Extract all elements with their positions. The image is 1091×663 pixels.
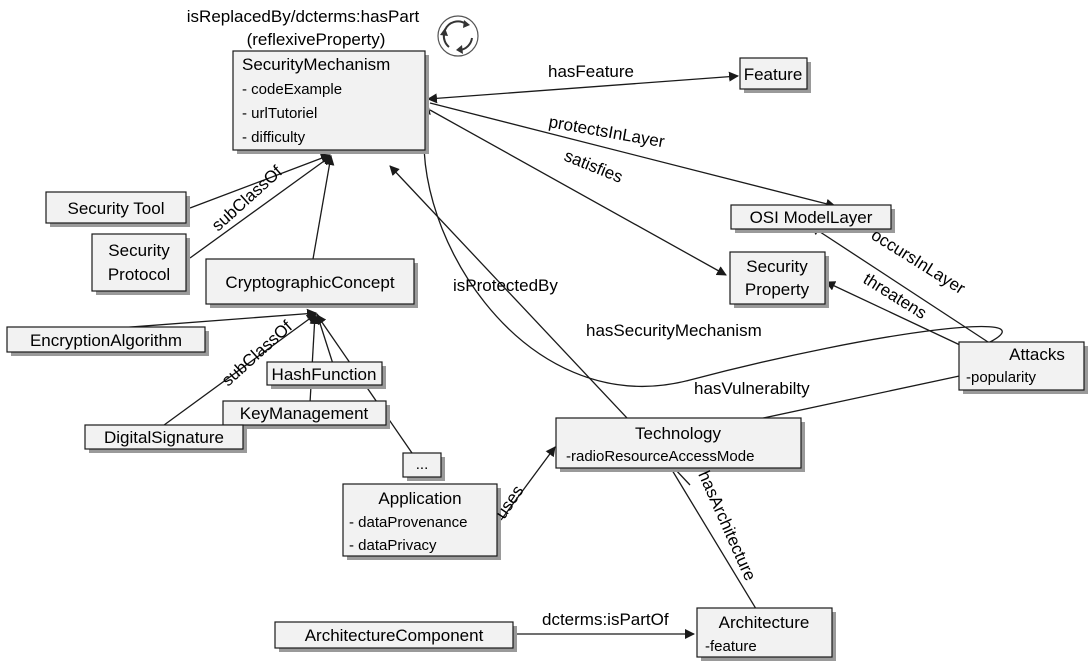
class-attribute: - urlTutoriel xyxy=(242,105,317,122)
edge-has-architecture xyxy=(671,469,771,633)
class-architecture[interactable]: Architecture -feature xyxy=(696,607,836,661)
class-name: SecurityMechanism xyxy=(242,55,390,74)
edge-label-has-security-mechanism: hasSecurityMechanism xyxy=(586,321,762,340)
class-security-tool[interactable]: Security Tool xyxy=(45,191,190,227)
edge-label-is-part-of: dcterms:isPartOf xyxy=(542,610,669,629)
class-name: EncryptionAlgorithm xyxy=(30,331,182,350)
cycle-arrows-icon xyxy=(437,15,479,57)
class-attribute: - dataProvenance xyxy=(349,514,467,531)
class-feature[interactable]: Feature xyxy=(739,57,811,93)
class-name: DigitalSignature xyxy=(104,428,224,447)
class-name: Protocol xyxy=(108,265,170,284)
class-name: HashFunction xyxy=(272,365,377,384)
class-name: Feature xyxy=(744,65,803,84)
class-architecture-component[interactable]: ArchitectureComponent xyxy=(274,621,517,652)
class-attribute: -popularity xyxy=(966,369,1037,386)
class-name: Application xyxy=(378,489,461,508)
class-security-mechanism[interactable]: SecurityMechanism - codeExample - urlTut… xyxy=(232,50,429,154)
edge-label-is-protected-by: isProtectedBy xyxy=(453,276,558,295)
edge-has-security-mechanism xyxy=(421,104,1003,387)
class-name: Security xyxy=(746,257,808,276)
edge-hashfunction-subclass xyxy=(314,313,334,365)
reflexive-label: (reflexiveProperty) xyxy=(247,30,386,49)
class-encryption-algorithm[interactable]: EncryptionAlgorithm xyxy=(6,326,209,356)
edge-protects-in-layer xyxy=(429,102,836,209)
class-name: KeyManagement xyxy=(240,404,369,423)
nodes: SecurityMechanism - codeExample - urlTut… xyxy=(6,50,1088,661)
class-ellipsis[interactable]: ... xyxy=(402,452,445,481)
class-name: Security Tool xyxy=(67,199,164,218)
edge-uses xyxy=(500,446,556,521)
class-technology[interactable]: Technology -radioResourceAccessMode xyxy=(555,417,805,472)
edge-label-has-feature: hasFeature xyxy=(548,62,634,81)
edge-label-has-vulnerability: hasVulnerabilty xyxy=(694,379,810,398)
class-attribute: - difficulty xyxy=(242,129,306,146)
class-name: ArchitectureComponent xyxy=(305,626,484,645)
edge-encryption-subclass xyxy=(104,308,317,330)
class-attribute: - dataPrivacy xyxy=(349,537,437,554)
class-attribute: - codeExample xyxy=(242,81,342,98)
edge-security-tool-subclass xyxy=(189,153,331,209)
class-name: Property xyxy=(745,280,810,299)
edge-label-satisfies: satisfies xyxy=(562,146,626,187)
edge-satisfies xyxy=(429,109,727,276)
class-name: CryptographicConcept xyxy=(225,273,394,292)
class-name: Security xyxy=(108,241,170,260)
class-name: Attacks xyxy=(1009,345,1065,364)
edges xyxy=(104,71,1003,639)
edge-has-feature xyxy=(427,71,739,104)
class-attacks[interactable]: Attacks -popularity xyxy=(958,341,1088,394)
class-attribute: -feature xyxy=(705,638,757,655)
class-hash-function[interactable]: HashFunction xyxy=(266,361,386,389)
edge-label-has-architecture: hasArchitecture xyxy=(694,468,759,584)
edge-label-protects-in-layer: protectsInLayer xyxy=(547,112,666,151)
edge-signature-subclass xyxy=(159,313,317,429)
class-name: OSI ModelLayer xyxy=(750,208,873,227)
class-osi-model-layer[interactable]: OSI ModelLayer xyxy=(730,204,895,233)
edge-keymanagement-subclass xyxy=(309,314,320,404)
class-key-management[interactable]: KeyManagement xyxy=(222,400,390,429)
edge-crypto-subclass xyxy=(312,155,335,260)
class-application[interactable]: Application - dataProvenance - dataPriva… xyxy=(342,483,501,560)
edge-threatens xyxy=(825,281,961,346)
reflexive-label: isReplacedBy/dcterms:hasPart xyxy=(187,7,420,26)
class-name: Technology xyxy=(635,424,722,443)
class-cryptographic-concept[interactable]: CryptographicConcept xyxy=(205,258,418,308)
class-security-property[interactable]: Security Property xyxy=(729,251,829,308)
class-digital-signature[interactable]: DigitalSignature xyxy=(84,424,247,453)
class-name: Architecture xyxy=(719,613,810,632)
edge-label-subclass-of: subClassOf xyxy=(208,162,286,235)
class-security-protocol[interactable]: Security Protocol xyxy=(91,233,190,295)
edge-occurs-in-layer xyxy=(810,225,989,343)
edge-security-protocol-subclass xyxy=(189,155,332,259)
class-attribute: -radioResourceAccessMode xyxy=(566,448,754,465)
class-name: ... xyxy=(416,456,429,473)
